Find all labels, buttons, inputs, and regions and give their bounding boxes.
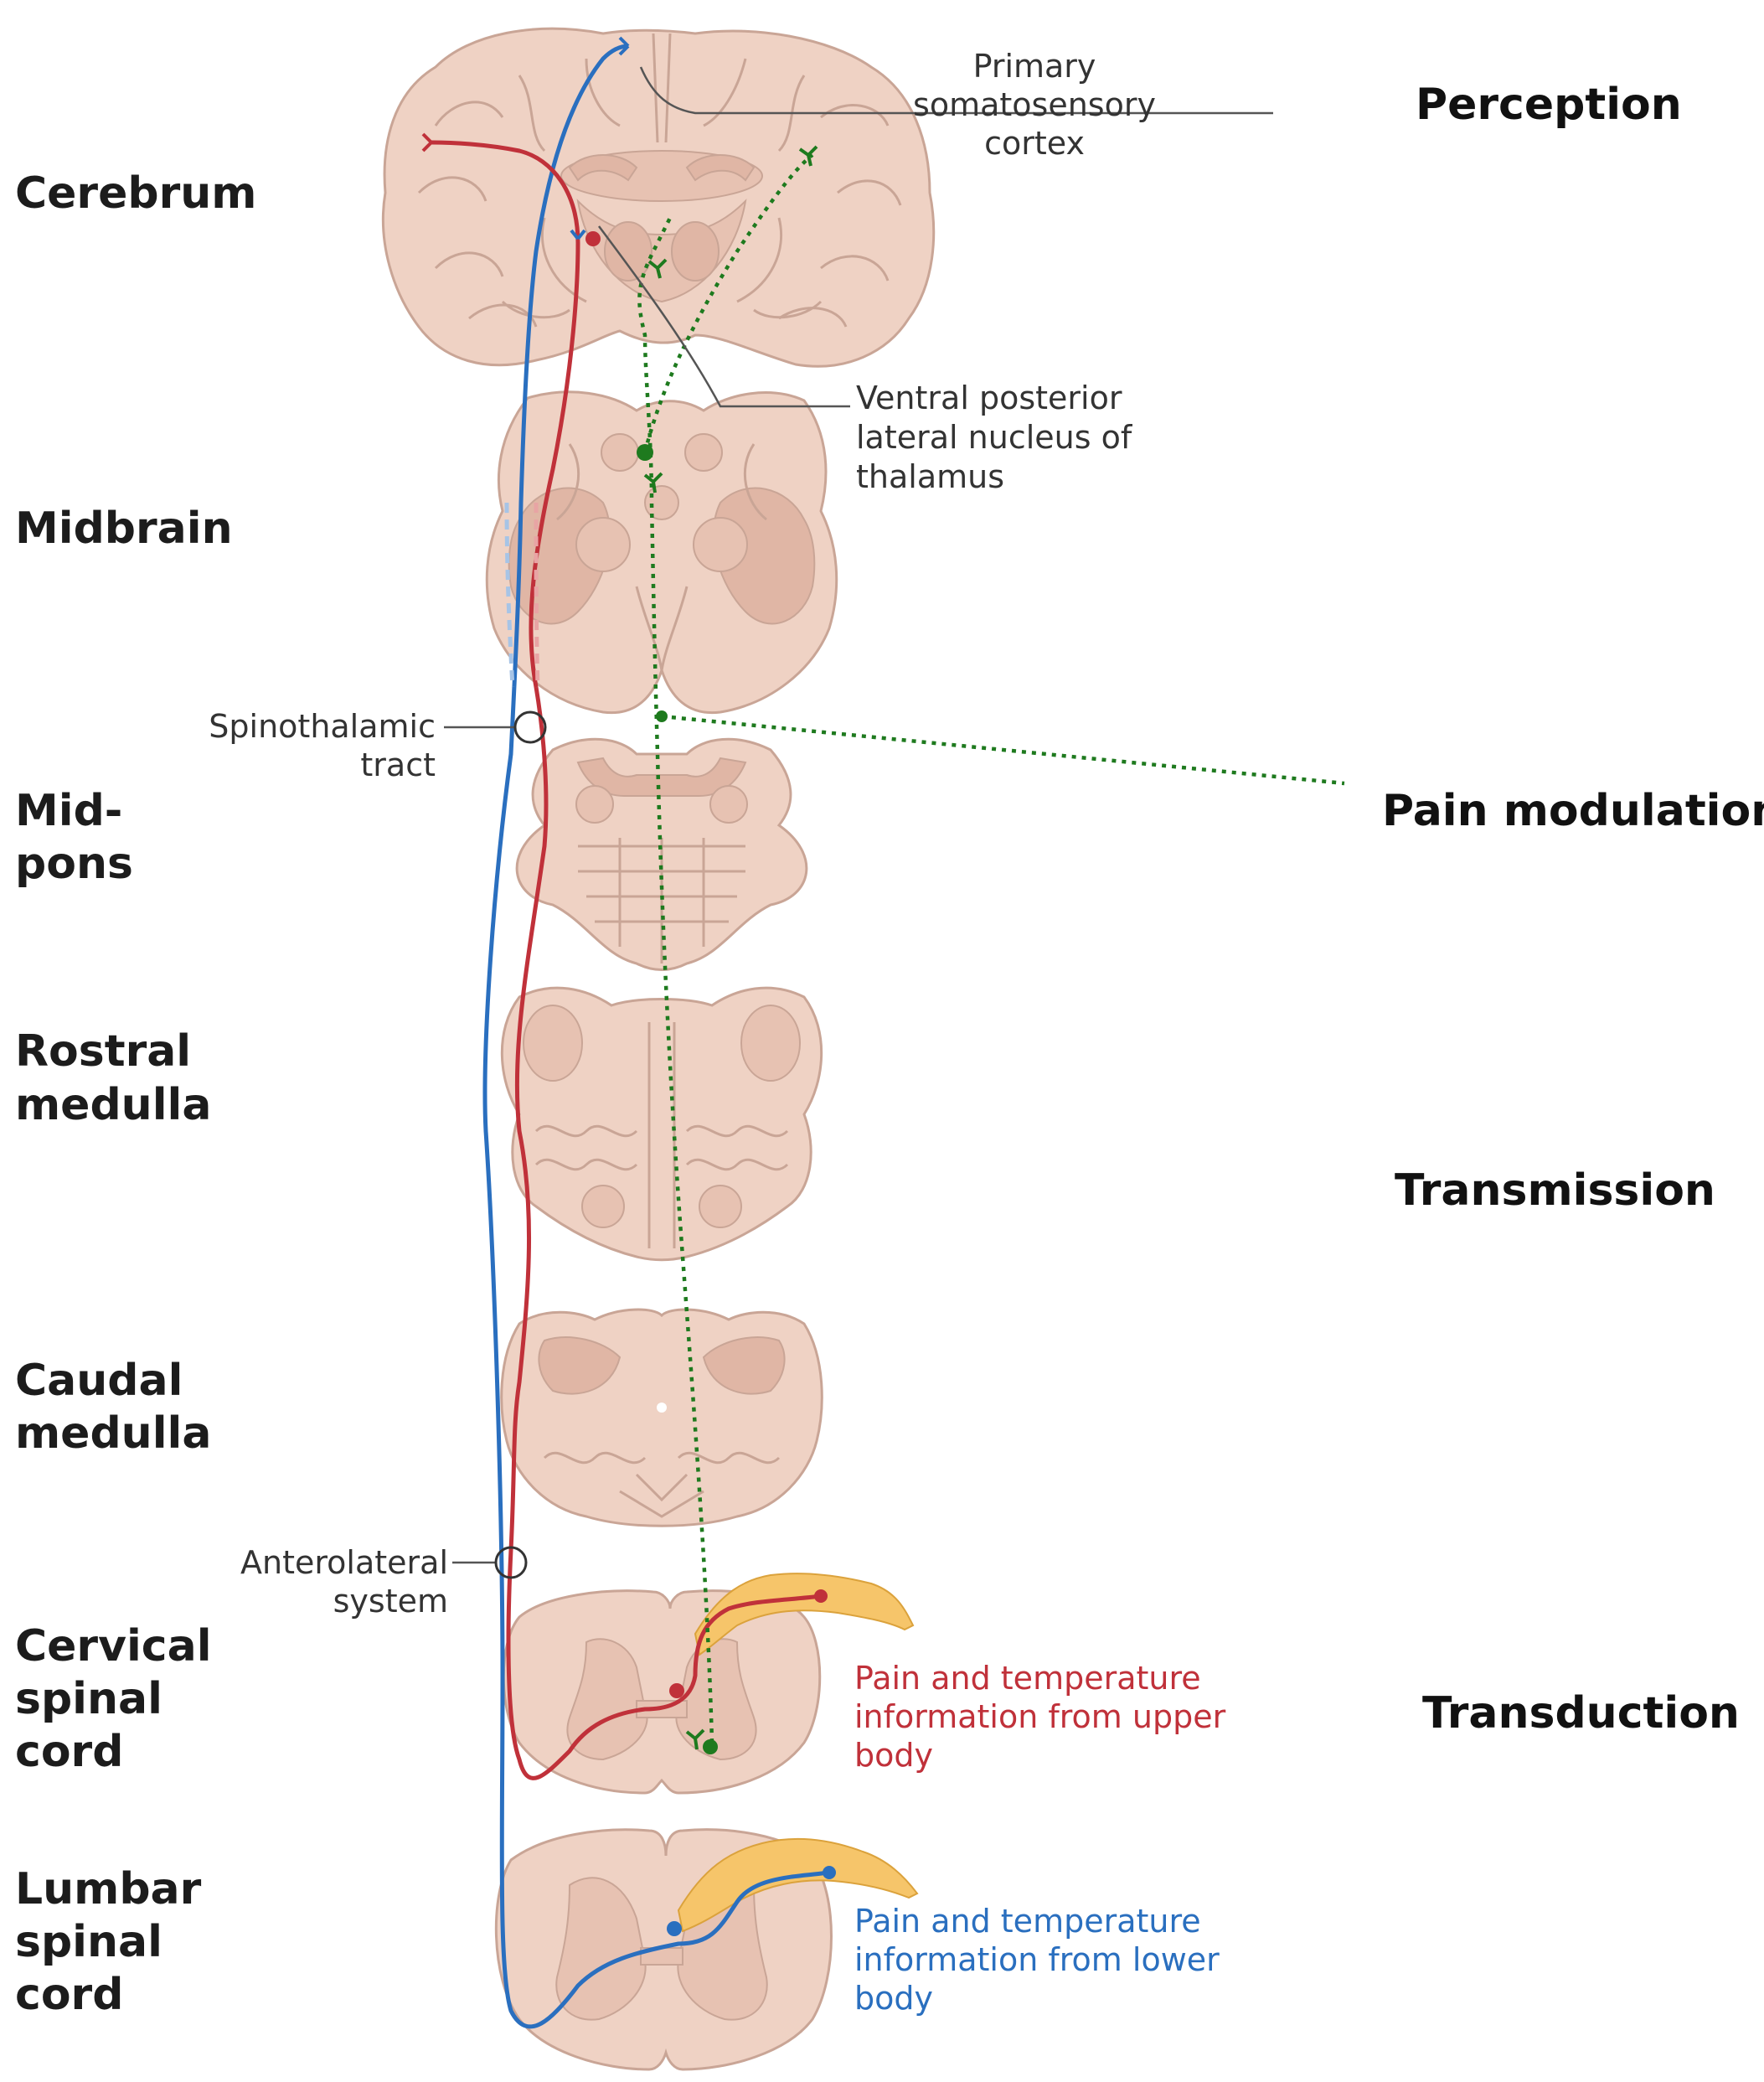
thalamus-leader [597,225,850,408]
level-lumbar-line1: Lumbar [15,1864,202,1914]
cortex-label-line3: cortex [984,125,1085,162]
upper-body-label-line1: Pain and temperature [854,1660,1201,1697]
cerebrum-section [381,27,936,368]
thalamus-label-line2: lateral nucleus of [856,419,1133,456]
level-rostral-line2: medulla [15,1080,211,1130]
anterolateral-marker [494,1546,528,1579]
upper-body-pathway [431,140,822,1780]
lower-body-pathway [482,44,830,2029]
level-cerebrum: Cerebrum [15,168,256,219]
level-rostral-line1: Rostral [15,1026,191,1077]
level-cervical-line3: cord [15,1727,123,1777]
spinothalamic-marker [513,710,547,744]
stage-transduction: Transduction [1422,1688,1740,1738]
level-lumbar-line2: spinal [15,1917,162,1967]
anterolateral-label-line1: Anterolateral [240,1544,448,1581]
lower-body-label-line2: information from lower [854,1941,1220,1978]
spinothalamic-label-line1: Spinothalamic [209,708,436,745]
upper-body-nerve [694,1573,915,1656]
upper-body-label-line3: body [854,1737,933,1774]
cortex-label-line1: Primary [973,48,1096,85]
anterolateral-label-line2: system [333,1583,448,1620]
level-midpons-line2: pons [15,839,133,889]
level-caudal-line1: Caudal [15,1356,183,1406]
cortex-label-line2: somatosensory [913,86,1156,123]
level-caudal-line2: medulla [15,1408,211,1459]
cervical-cord-section [502,1589,822,1795]
stage-perception: Perception [1416,80,1682,130]
spinothalamic-label-line2: tract [360,747,436,783]
cortex-leader [639,66,1273,115]
stage-transmission: Transmission [1395,1165,1715,1216]
level-cervical-line2: spinal [15,1674,162,1724]
stage-pain-modulation: Pain modulation [1382,786,1764,836]
lower-body-label-line3: body [854,1980,933,2017]
level-cervical-line1: Cervical [15,1621,212,1671]
thalamus-label-line1: Ventral posterior [856,380,1122,416]
rostral-medulla-section [500,986,823,1262]
level-lumbar-line3: cord [15,1970,123,2020]
thalamus-label-line3: thalamus [856,458,1004,495]
midpons-section [515,737,808,971]
lower-body-label-line1: Pain and temperature [854,1903,1201,1940]
midbrain-section [485,390,838,715]
upper-body-label-line2: information from upper [854,1698,1226,1735]
level-midbrain: Midbrain [15,504,233,554]
level-midpons-line1: Mid- [15,786,122,836]
caudal-medulla-section [500,1308,823,1527]
